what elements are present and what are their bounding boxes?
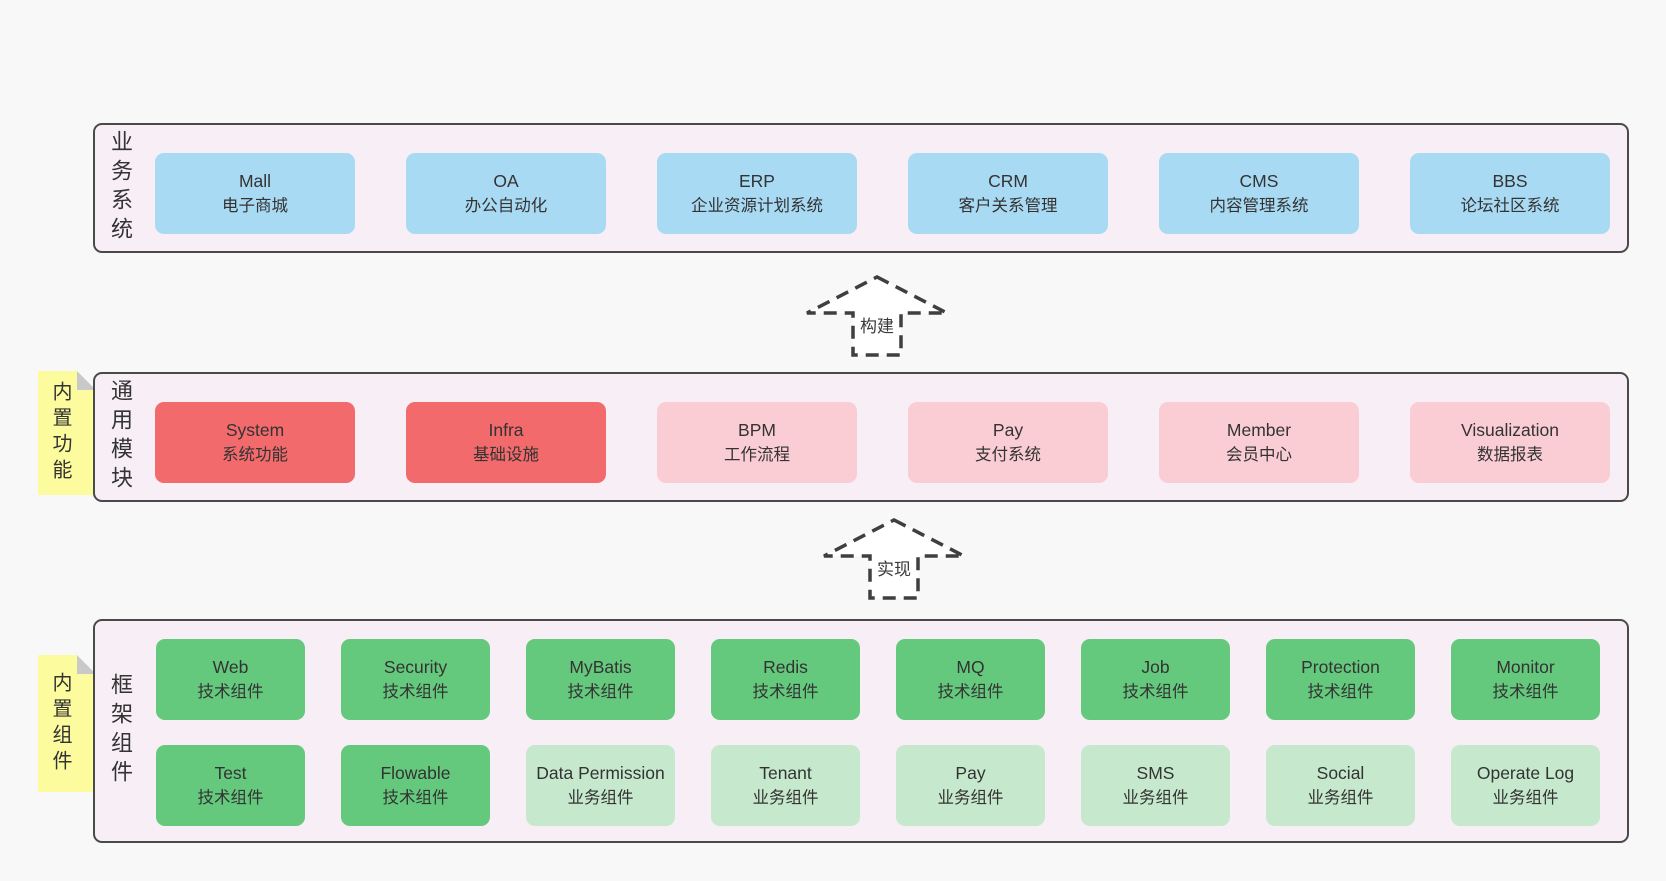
box-flowable: Flowable 技术组件 [341,745,490,826]
implement-arrow: 实现 [822,517,966,601]
box-title: Monitor [1496,657,1555,677]
box-title: ERP [739,171,775,191]
note-label: 内置组件 [49,671,71,776]
box-security: Security 技术组件 [341,639,490,720]
box-subtitle: 技术组件 [1492,683,1559,701]
box-operate-log: Operate Log 业务组件 [1451,745,1600,826]
box-subtitle: 技术组件 [937,683,1004,701]
box-subtitle: 业务组件 [752,789,819,807]
box-subtitle: 系统功能 [222,446,288,464]
builtin-components-note: 内置组件 [38,655,96,792]
box-subtitle: 基础设施 [473,446,539,464]
box-cms: CMS 内容管理系统 [1159,153,1359,234]
common-modules-label: 通用模块 [108,379,133,495]
box-subtitle: 支付系统 [975,446,1041,464]
builtin-features-note: 内置功能 [38,371,96,495]
box-title: Redis [763,657,808,677]
box-subtitle: 办公自动化 [464,197,548,215]
box-title: Infra [488,420,524,440]
box-bpm: BPM 工作流程 [657,402,857,483]
box-web: Web 技术组件 [156,639,305,720]
box-title: CMS [1239,171,1279,191]
box-tenant: Tenant 业务组件 [711,745,860,826]
box-subtitle: 电子商城 [222,197,288,215]
box-title: CRM [988,171,1028,191]
box-subtitle: 业务组件 [567,789,634,807]
box-title: Protection [1301,657,1380,677]
box-monitor: Monitor 技术组件 [1451,639,1600,720]
note-label: 内置功能 [49,381,71,485]
box-redis: Redis 技术组件 [711,639,860,720]
box-title: BPM [738,420,776,440]
box-pay-business: Pay 业务组件 [896,745,1045,826]
box-system: System 系统功能 [155,402,355,483]
box-member: Member 会员中心 [1159,402,1359,483]
build-arrow: 构建 [805,274,949,358]
box-title: System [225,420,285,440]
box-title: Security [383,657,448,677]
box-subtitle: 技术组件 [382,683,449,701]
box-subtitle: 客户关系管理 [958,197,1058,215]
implement-arrow-label: 实现 [874,554,914,581]
box-subtitle: 技术组件 [1307,683,1374,701]
box-subtitle: 技术组件 [567,683,634,701]
box-subtitle: 工作流程 [724,446,790,464]
box-mall: Mall 电子商城 [155,153,355,234]
box-subtitle: 数据报表 [1477,446,1543,464]
box-title: Visualization [1461,420,1559,440]
box-test: Test 技术组件 [156,745,305,826]
box-title: Member [1226,420,1292,440]
box-title: Web [212,657,249,677]
box-title: MyBatis [569,657,632,677]
box-subtitle: 技术组件 [752,683,819,701]
box-subtitle: 论坛社区系统 [1460,197,1560,215]
box-title: Operate Log [1476,763,1575,783]
business-systems-panel: 业务系统 Mall 电子商城 OA 办公自动化 ERP 企业资源计划系统 CRM… [93,123,1629,253]
box-subtitle: 会员中心 [1226,446,1292,464]
box-title: Mall [238,171,272,191]
common-modules-panel: 通用模块 System 系统功能 Infra 基础设施 BPM 工作流程 Pay… [93,372,1629,502]
box-crm: CRM 客户关系管理 [908,153,1108,234]
box-visualization: Visualization 数据报表 [1410,402,1610,483]
box-oa: OA 办公自动化 [406,153,606,234]
box-subtitle: 业务组件 [1122,789,1189,807]
box-title: OA [493,171,519,191]
box-social: Social 业务组件 [1266,745,1415,826]
box-title: Data Permission [536,763,665,783]
box-infra: Infra 基础设施 [406,402,606,483]
box-title: Test [214,763,247,783]
box-protection: Protection 技术组件 [1266,639,1415,720]
box-mq: MQ 技术组件 [896,639,1045,720]
box-subtitle: 内容管理系统 [1209,197,1309,215]
box-sms: SMS 业务组件 [1081,745,1230,826]
box-title: Pay [955,763,986,783]
box-subtitle: 技术组件 [1122,683,1189,701]
build-arrow-label: 构建 [857,311,897,338]
box-data-permission: Data Permission 业务组件 [526,745,675,826]
box-subtitle: 技术组件 [197,789,264,807]
business-systems-label: 业务系统 [108,130,133,246]
box-subtitle: 业务组件 [937,789,1004,807]
box-subtitle: 业务组件 [1307,789,1374,807]
box-bbs: BBS 论坛社区系统 [1410,153,1610,234]
box-title: BBS [1492,171,1528,191]
box-title: Social [1316,763,1365,783]
box-title: Pay [992,420,1024,440]
box-subtitle: 企业资源计划系统 [691,197,823,215]
box-subtitle: 业务组件 [1492,789,1559,807]
box-pay: Pay 支付系统 [908,402,1108,483]
box-title: Flowable [380,763,451,783]
box-title: Job [1141,657,1170,677]
framework-components-label: 框架组件 [108,673,133,789]
box-title: MQ [956,657,985,677]
box-subtitle: 技术组件 [197,683,264,701]
box-title: Tenant [759,763,812,783]
framework-components-panel: 框架组件 Web 技术组件 Security 技术组件 MyBatis 技术组件… [93,619,1629,843]
box-title: SMS [1136,763,1175,783]
box-mybatis: MyBatis 技术组件 [526,639,675,720]
box-job: Job 技术组件 [1081,639,1230,720]
box-erp: ERP 企业资源计划系统 [657,153,857,234]
box-subtitle: 技术组件 [382,789,449,807]
